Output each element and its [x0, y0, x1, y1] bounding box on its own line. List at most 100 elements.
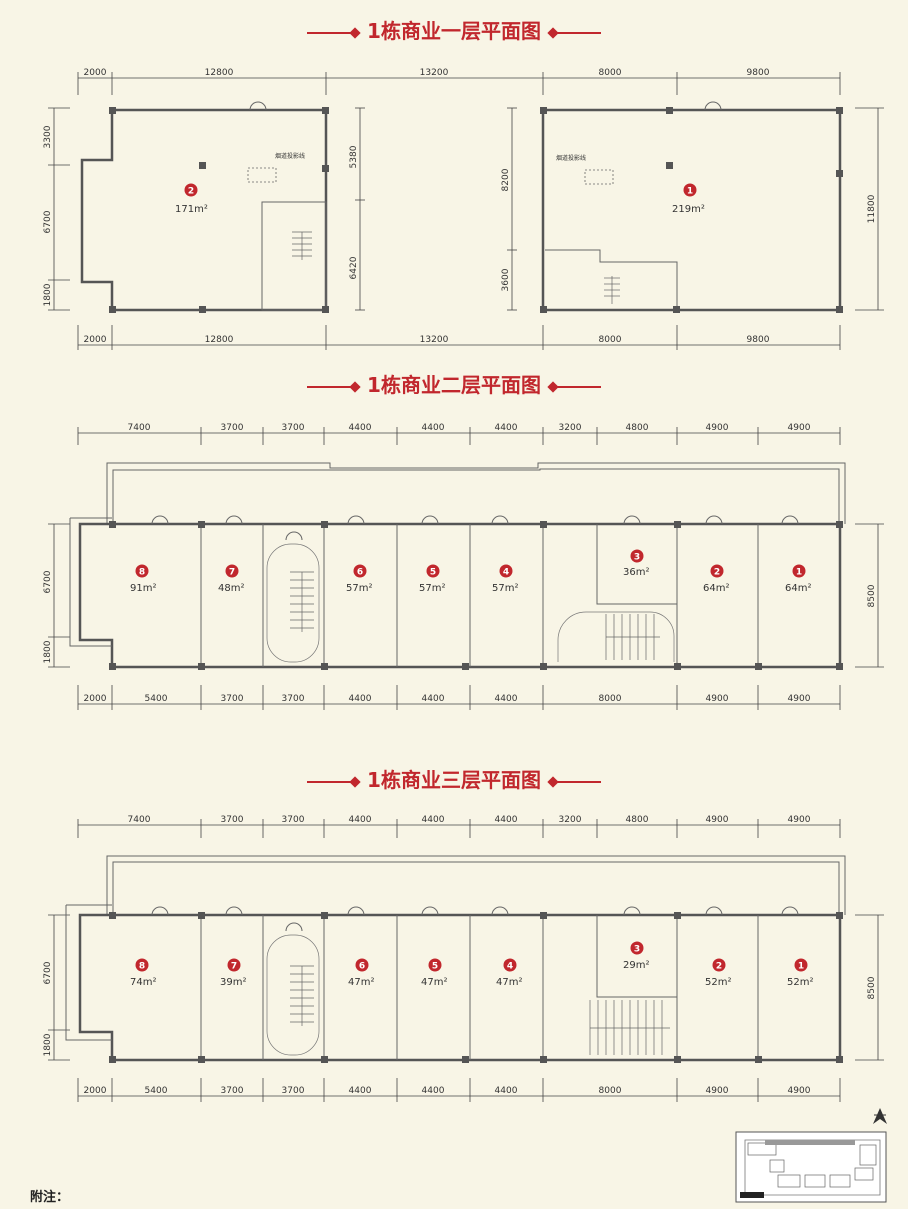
flue-outline [584, 169, 614, 185]
unit-number: 1 [796, 568, 802, 578]
dim-label: 3700 [221, 815, 244, 825]
dim-label: 8000 [599, 694, 622, 704]
column [836, 306, 843, 313]
dim-label: 7400 [128, 815, 151, 825]
unit-area: 64m² [703, 583, 729, 594]
dim-label: 5380 [349, 145, 359, 168]
floor3-title-text: 1栋商业三层平面图 [367, 768, 541, 792]
dim-label: 6420 [349, 256, 359, 279]
unit-area: 64m² [785, 583, 811, 594]
unit-number: 7 [229, 568, 235, 578]
title-ornament-right [550, 780, 601, 783]
dim-label: 4800 [626, 423, 649, 433]
unit-number: 8 [139, 962, 145, 972]
dim-label: 4400 [495, 694, 518, 704]
floor3-outer-walls [78, 913, 842, 1062]
unit-area: 171m² [175, 204, 208, 215]
unit-number-badge [499, 564, 513, 578]
unit-number-badge [184, 183, 198, 197]
floor3-title: 1栋商业三层平面图 [0, 767, 908, 793]
floor1-plan: 2000 12800 13200 8000 9800 2000 12800 13… [43, 68, 884, 350]
dim-label: 4400 [349, 815, 372, 825]
dim-label: 3700 [282, 694, 305, 704]
flue-label: 烟道投影线 [275, 152, 305, 160]
dim-label: 4400 [349, 1086, 372, 1096]
unit-area: 29m² [623, 960, 649, 971]
dim-label: 8500 [867, 976, 877, 999]
stair-room [261, 201, 327, 311]
title-ornament-right [550, 385, 601, 388]
column [109, 306, 116, 313]
dim-label: 9800 [747, 68, 770, 78]
unit-number-badge [428, 958, 442, 972]
door-icons [151, 515, 799, 541]
unit-number-badge [355, 958, 369, 972]
unit-number: 5 [430, 568, 436, 578]
dim-label: 6700 [43, 961, 53, 984]
column [673, 306, 680, 313]
dim-label: 12800 [205, 335, 234, 345]
unit-area: 48m² [218, 583, 244, 594]
unit-number: 1 [687, 187, 693, 197]
unit-number-badge [792, 564, 806, 578]
dim-label: 1800 [43, 640, 53, 663]
unit-number-badge [503, 958, 517, 972]
dim-label: 9800 [747, 335, 770, 345]
unit-number-badge [794, 958, 808, 972]
column [109, 107, 116, 114]
column [836, 107, 843, 114]
column [322, 306, 329, 313]
dim-label: 4900 [788, 694, 811, 704]
unit-area: 52m² [705, 977, 731, 988]
unit-number-badge [225, 564, 239, 578]
dim-label: 4400 [422, 1086, 445, 1096]
dim-label: 4800 [626, 815, 649, 825]
unit-area: 74m² [130, 977, 156, 988]
title-ornament-left [307, 780, 358, 783]
dim-label: 4400 [349, 694, 372, 704]
dim-label: 3200 [559, 423, 582, 433]
unit-area: 36m² [623, 567, 649, 578]
dim-label: 4400 [495, 423, 518, 433]
unit-area: 39m² [220, 977, 246, 988]
canopy-outline [112, 861, 840, 915]
key-plan-map [735, 1131, 887, 1203]
column [322, 107, 329, 114]
unit-number: 2 [714, 568, 720, 578]
unit-number: 3 [634, 945, 640, 955]
unit-number-badge [630, 549, 644, 563]
dim-label: 4900 [788, 815, 811, 825]
floor2-units: 8 91m² 7 48m² 6 57m² 5 57m² 4 57m² 3 36m… [130, 549, 811, 594]
door-icons [151, 906, 799, 932]
unit-area: 57m² [419, 583, 445, 594]
dim-label: 3700 [282, 1086, 305, 1096]
dim-label: 8200 [501, 168, 511, 191]
title-ornament-right [550, 31, 601, 34]
stair-outline [266, 934, 320, 1056]
dim-label: 4900 [706, 694, 729, 704]
dim-label: 13200 [420, 68, 449, 78]
stair-icon [604, 276, 620, 304]
unit-number: 4 [503, 568, 509, 578]
unit-area: 219m² [672, 204, 705, 215]
dim-label: 2000 [84, 1086, 107, 1096]
floor2-plan: 7400 3700 3700 4400 4400 4400 3200 4800 … [43, 423, 884, 710]
unit-number-badge [135, 564, 149, 578]
unit2-walls [80, 108, 328, 312]
dim-label: 8000 [599, 335, 622, 345]
unit-area: 47m² [421, 977, 447, 988]
dim-label: 1800 [43, 283, 53, 306]
dim-label: 2000 [84, 335, 107, 345]
dim-label: 3200 [559, 815, 582, 825]
stair-icon [290, 965, 314, 1026]
stair-icon [290, 571, 314, 632]
canopy-outline [106, 855, 846, 915]
floor1-title-text: 1栋商业一层平面图 [367, 19, 541, 43]
dim-label: 4400 [422, 815, 445, 825]
dim-label: 13200 [420, 335, 449, 345]
unit-number: 5 [432, 962, 438, 972]
partition-walls [200, 524, 759, 667]
floor2-outer-walls [78, 522, 842, 669]
dim-label: 8500 [867, 584, 877, 607]
